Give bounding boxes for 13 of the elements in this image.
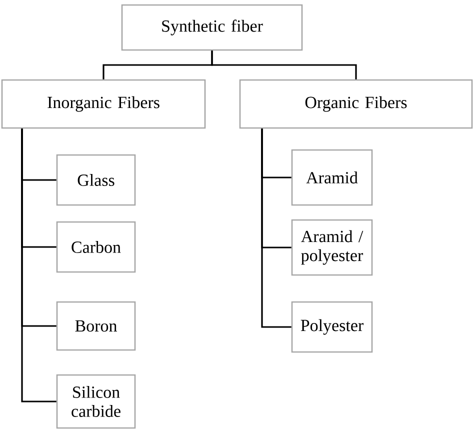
category-box: Silicon carbide (56, 374, 136, 429)
category-box: Aramid / polyester (291, 219, 373, 276)
category-box: Boron (56, 301, 136, 351)
connector-line (211, 50, 357, 80)
category-box: Glass (56, 154, 136, 206)
connector-line (21, 128, 56, 402)
category-box: Aramid (291, 149, 373, 206)
connector-line (261, 128, 292, 328)
category-box: Polyester (291, 301, 373, 353)
category-box: Inorganic Fibers (1, 79, 206, 129)
category-box: Synthetic fiber (121, 4, 303, 51)
category-box: Carbon (56, 221, 136, 273)
category-box: Organic Fibers (239, 79, 473, 129)
